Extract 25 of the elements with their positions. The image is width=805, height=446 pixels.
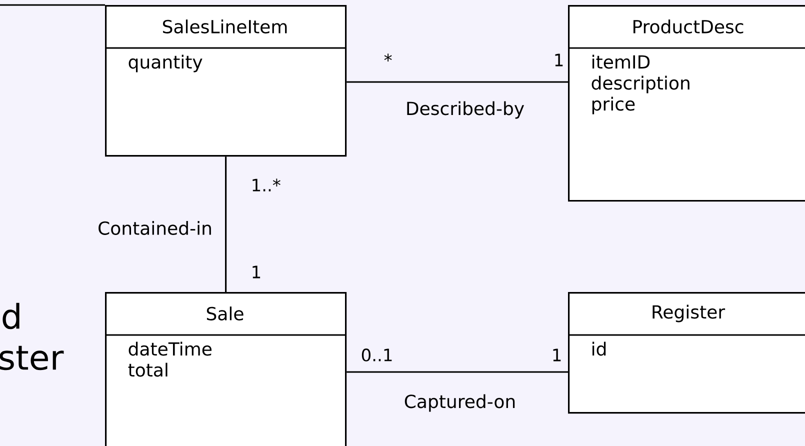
class-box — [105, 292, 347, 446]
class-box — [105, 5, 347, 157]
multiplicity-label: 1 — [553, 348, 561, 362]
class-name: SalesLineItem — [163, 20, 287, 34]
multiplicity-label: * — [384, 54, 392, 62]
class-name: ProductDesc — [634, 20, 744, 34]
edge-label: Contained-in — [98, 221, 211, 235]
attribute-list: id — [592, 342, 606, 356]
multiplicity-label: 1..* — [252, 178, 280, 192]
attribute-list: dateTime total — [128, 342, 212, 377]
association-line — [346, 371, 568, 373]
edge-label: Captured-on — [404, 394, 515, 412]
class-box — [568, 292, 805, 414]
class-name: Sale — [206, 306, 244, 320]
edge-label: Described-by — [407, 101, 524, 119]
association-line — [225, 156, 227, 292]
multiplicity-label: 1 — [555, 54, 563, 66]
association-line — [346, 81, 568, 83]
cut-off-text: ster — [0, 346, 64, 370]
multiplicity-label: 0..1 — [362, 348, 392, 362]
attribute-list: quantity — [128, 54, 202, 72]
attribute-list: itemID description price — [592, 54, 690, 114]
class-box — [568, 5, 805, 202]
cut-off-text: d — [2, 302, 20, 330]
class-name: Register — [652, 304, 726, 322]
